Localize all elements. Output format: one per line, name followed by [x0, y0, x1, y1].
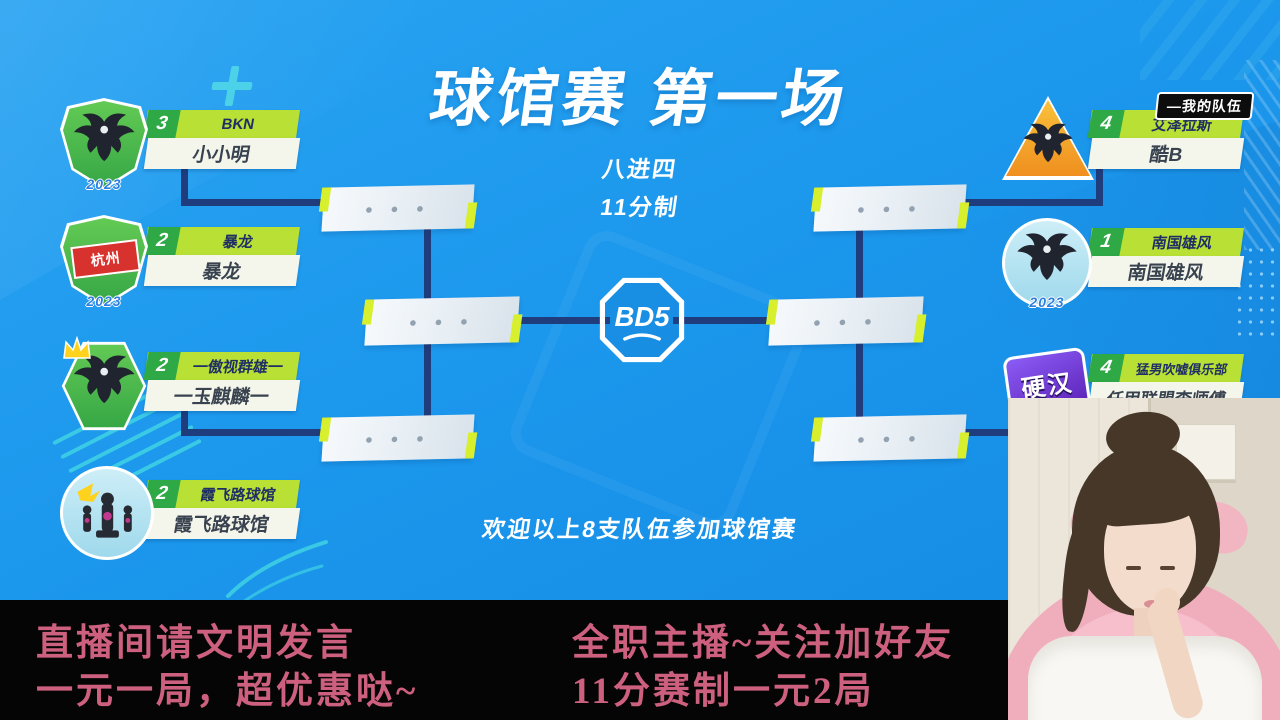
- player-name-bar: 霞飞路球馆: [143, 508, 301, 539]
- team-name-bar: 2 暴龙: [143, 227, 300, 255]
- team-card-aoshiqunxiong: 2 一傲视群雄一 一玉麒麟一: [61, 336, 302, 431]
- team-logo-hangzhou-shield-icon: 杭州 2023: [60, 215, 148, 309]
- team-name: BKN: [220, 115, 256, 133]
- team-logo-eagle-triangle-icon: [1002, 96, 1094, 180]
- bracket-connector: [856, 226, 863, 304]
- team-name: 一傲视群雄一: [191, 358, 285, 376]
- team-card-nanguoxiongfeng: 1 南国雄风 南国雄风 2023: [1002, 218, 1245, 310]
- player-name-bar: 暴龙: [143, 255, 301, 286]
- my-team-badge: —我的队伍: [1154, 92, 1255, 120]
- team-name-bar: 2 一傲视群雄一: [143, 352, 300, 380]
- slot-placeholder-dots: ● ● ●: [856, 429, 924, 447]
- slot-placeholder-dots: ● ● ●: [856, 199, 924, 217]
- team-logo-eagle-circle-icon: 2023: [1002, 218, 1092, 310]
- match-slot-left-qf1: ● ● ●: [321, 184, 475, 232]
- bracket-connector: [181, 429, 329, 436]
- player-name-bar: 南国雄风: [1087, 256, 1245, 287]
- slot-placeholder-dots: ● ● ●: [364, 429, 432, 447]
- edge-stripes-decoration: [1244, 60, 1280, 250]
- bd5-octagon-logo: BD5: [599, 277, 685, 363]
- match-slot-left-sf: ● ● ●: [364, 296, 520, 346]
- match-slot-right-qf2: ● ● ●: [813, 414, 967, 462]
- slot-placeholder-dots: ● ● ●: [364, 199, 432, 217]
- slot-placeholder-dots: ● ● ●: [408, 312, 476, 330]
- streamer-webcam: [1008, 398, 1280, 720]
- player-name: 南国雄风: [1125, 263, 1206, 284]
- bracket-connector: [958, 199, 1103, 206]
- bd5-logo-text: BD5: [614, 301, 670, 332]
- bracket-connector: [424, 342, 431, 422]
- bracket-connector: [181, 199, 329, 206]
- player-name: 暴龙: [200, 262, 243, 283]
- logo-year-text: 2023: [86, 176, 122, 192]
- team-logo-eagle-hexagon-icon: [60, 336, 148, 432]
- bracket-connector: [673, 317, 773, 324]
- team-card-aizelasi: 4 艾泽拉斯 酷B: [1002, 96, 1245, 180]
- brush-strokes-decoration: [226, 540, 328, 606]
- player-name: 霞飞路球馆: [172, 515, 271, 536]
- seed-number: 2: [143, 227, 181, 255]
- team-card-xiafeilu: 2 霞飞路球馆 霞飞路球馆: [60, 466, 302, 560]
- background-watermark: [503, 223, 817, 537]
- bracket-connector: [181, 402, 188, 436]
- team-card-bkn: 3 BKN 小小明 2023: [60, 98, 302, 192]
- team-name: 南国雄风: [1150, 234, 1214, 252]
- seed-number: 3: [143, 110, 181, 138]
- bracket-connector: [1096, 168, 1103, 204]
- footer-text: 11分赛制一元2局: [572, 671, 875, 712]
- team-name: 霞飞路球馆: [198, 486, 277, 504]
- match-slot-right-sf: ● ● ●: [768, 296, 924, 346]
- footer-text: 全职主播~关注加好友: [572, 623, 955, 664]
- player-name-bar: 酷B: [1087, 138, 1245, 169]
- streamer-hand: [1154, 588, 1180, 616]
- streamer-eye: [1160, 566, 1175, 570]
- bracket-connector: [424, 226, 431, 304]
- player-name: 小小明: [191, 145, 252, 166]
- team-name: 猛男吹嘘俱乐部: [1134, 361, 1229, 377]
- team-name-bar: 4 猛男吹嘘俱乐部: [1087, 354, 1244, 382]
- footer-text: 一元一局，超优惠哒~: [36, 671, 419, 712]
- logo-year-text: 2023: [1029, 294, 1065, 310]
- match-slot-left-qf2: ● ● ●: [321, 414, 475, 462]
- team-card-baolong: 2 暴龙 暴龙 杭州 2023: [60, 215, 302, 309]
- bracket-connector: [856, 342, 863, 422]
- player-name: 一玉麒麟一: [172, 387, 271, 408]
- player-name: 酷B: [1147, 145, 1184, 166]
- player-name-bar: 小小明: [143, 138, 301, 169]
- footer-text: 直播间请文明发言: [36, 623, 356, 664]
- team-logo-chess-circle-icon: [60, 466, 154, 560]
- logo-year-text: 2023: [86, 293, 122, 309]
- bracket-connector: [517, 317, 610, 324]
- crown-icon: [63, 336, 91, 359]
- slot-placeholder-dots: ● ● ●: [812, 312, 880, 330]
- team-name-bar: 2 霞飞路球馆: [143, 480, 300, 508]
- streamer-eye: [1126, 566, 1141, 570]
- team-name: 暴龙: [221, 233, 255, 251]
- player-name-bar: 一玉麒麟一: [143, 380, 301, 411]
- team-name-bar: 3 BKN: [143, 110, 300, 138]
- corner-stripes-decoration: [1140, 0, 1280, 80]
- seed-number: 2: [143, 352, 181, 380]
- streamer-shirt: [1028, 636, 1262, 720]
- team-name-bar: 1 南国雄风: [1087, 228, 1244, 256]
- team-logo-eagle-shield-icon: 2023: [60, 98, 148, 192]
- seed-number: 1: [1087, 228, 1125, 256]
- match-slot-right-qf1: ● ● ●: [813, 184, 967, 232]
- bracket-connector: [181, 168, 188, 204]
